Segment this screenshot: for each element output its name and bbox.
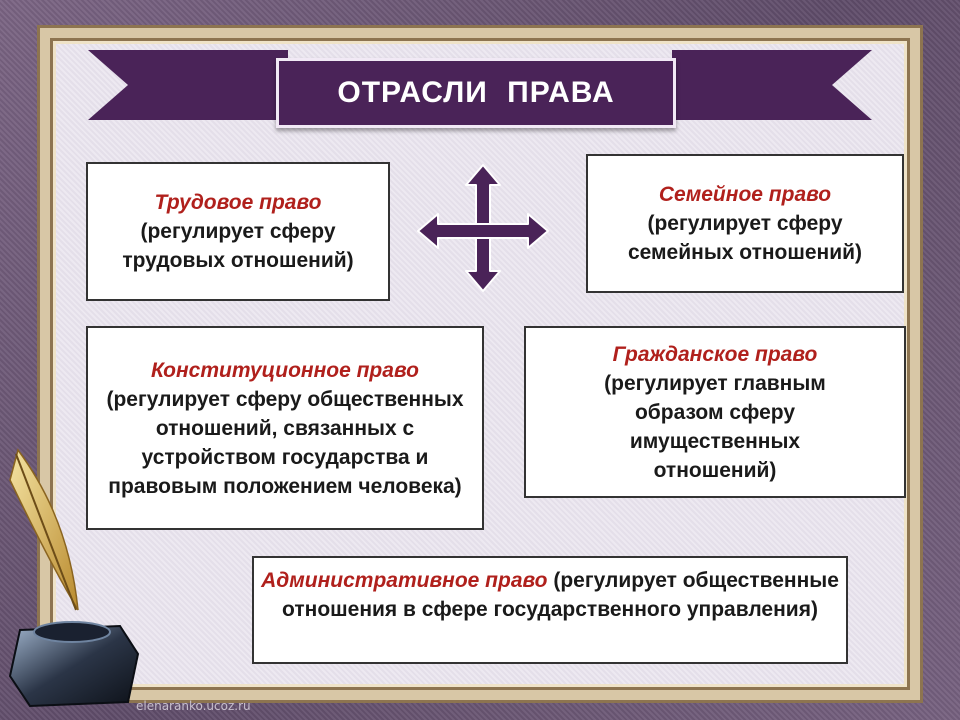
quill-inkwell-icon xyxy=(8,448,140,708)
card-family-law-text: (регулирует сферу семейных отношений) xyxy=(627,212,863,264)
watermark: elenaranko.ucoz.ru xyxy=(136,699,251,713)
card-administrative-law-heading: Административное право xyxy=(261,569,548,592)
card-civil-law: Гражданское право (регулирует главным об… xyxy=(524,326,906,498)
card-labor-law: Трудовое право (регулирует сферу трудовы… xyxy=(86,162,390,301)
four-way-arrow-icon xyxy=(417,164,549,292)
card-constitutional-law: Конституционное право (регулирует сферу … xyxy=(86,326,484,530)
card-civil-law-heading: Гражданское право xyxy=(612,342,818,366)
title-ribbon xyxy=(88,50,872,120)
card-family-law: Семейное право (регулирует сферу семейны… xyxy=(586,154,904,293)
card-administrative-law: Административное право (регулирует общес… xyxy=(252,556,848,664)
card-administrative-law-text: (регулирует общественные отношения в сфе… xyxy=(282,569,839,621)
card-civil-law-text: (регулирует главным образом сферу имущес… xyxy=(604,371,826,482)
card-constitutional-law-heading: Конституционное право xyxy=(151,358,419,382)
card-labor-law-text: (регулирует сферу трудовых отношений) xyxy=(122,220,354,272)
card-labor-law-heading: Трудовое право xyxy=(154,191,322,214)
page-title: ОТРАСЛИ ПРАВА xyxy=(276,58,676,128)
card-constitutional-law-text: (регулирует сферу общественных отношений… xyxy=(106,387,464,498)
card-family-law-heading: Семейное право xyxy=(658,183,832,206)
